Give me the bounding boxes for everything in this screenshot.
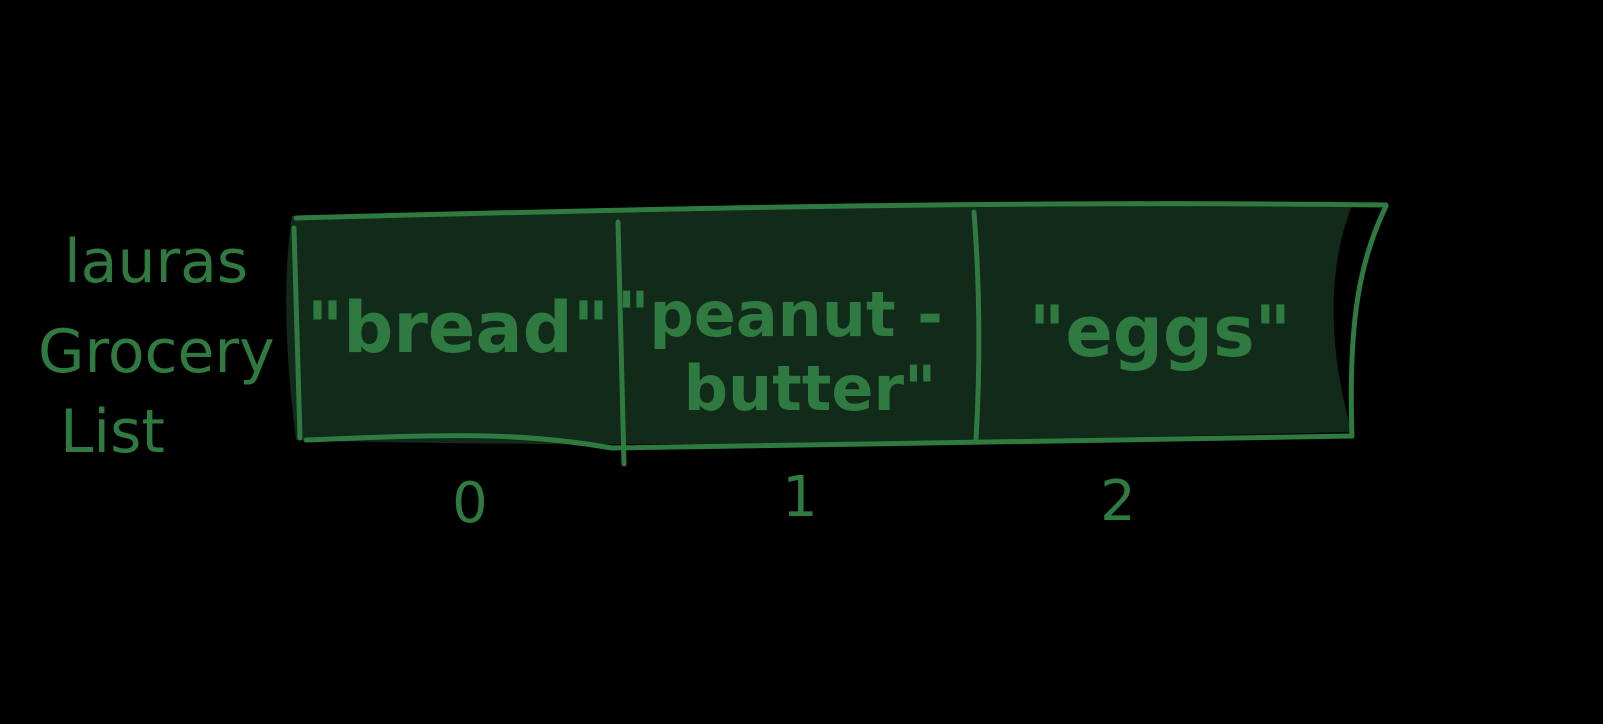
cell-1-value-line-2: butter" [684, 352, 937, 425]
array-label: lauras Grocery List [38, 227, 275, 467]
array-box [286, 201, 1389, 467]
cell-divider-1 [615, 219, 627, 467]
array-box-fill [286, 203, 1353, 445]
cell-2-value: "eggs" [1029, 291, 1291, 373]
array-label-line-1: lauras [64, 227, 248, 297]
index-0: 0 [452, 471, 488, 536]
array-label-line-2: Grocery [38, 317, 275, 387]
index-1: 1 [782, 465, 818, 530]
cell-1-value-line-1: "peanut - [617, 278, 943, 351]
array-box-right-edge [1348, 203, 1389, 439]
index-2: 2 [1100, 469, 1136, 534]
array-label-line-3: List [60, 397, 165, 467]
array-indices: 0 1 2 [452, 465, 1136, 536]
array-box-left-edge [291, 225, 303, 441]
array-cells: "bread" "peanut - butter" "eggs" [307, 278, 1291, 425]
array-box-bottom-edge [303, 433, 1355, 451]
cell-divider-2 [971, 209, 982, 443]
array-box-top-edge [293, 201, 1389, 221]
cell-0-value: "bread" [307, 287, 609, 369]
